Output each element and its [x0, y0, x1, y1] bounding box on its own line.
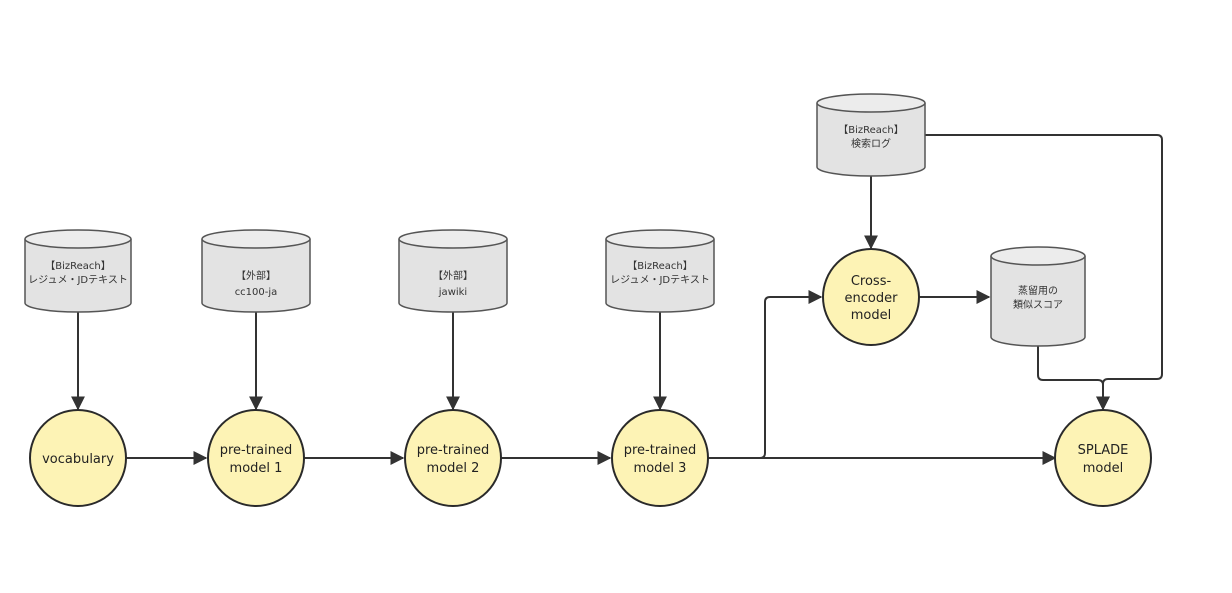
model-pretrained-2: pre-trained model 2: [404, 409, 502, 507]
datasource-cc100: 【外部】 cc100-ja: [201, 229, 311, 313]
datasource-cc100-source: 【外部】: [236, 269, 276, 282]
model-cross-encoder-line1: Cross-: [851, 274, 892, 289]
model-vocabulary: vocabulary: [29, 409, 127, 507]
model-pretrained-3-line2: model 3: [634, 461, 687, 476]
edge-searchlog-to-splade: [924, 134, 1163, 411]
datasource-resume-jd-2-source: 【BizReach】: [627, 260, 693, 272]
model-pretrained-2-line2: model 2: [427, 461, 480, 476]
datasource-jawiki: 【外部】 jawiki: [398, 229, 508, 313]
datasource-distill-scores-line1: 蒸留用の: [1018, 284, 1058, 297]
datasource-search-log-label: 検索ログ: [851, 137, 891, 150]
datasource-jawiki-label: jawiki: [438, 287, 467, 298]
model-vocabulary-label: vocabulary: [42, 452, 114, 467]
edge-pretrained3-to-crossencoder: [708, 290, 823, 459]
edge-distill-to-splade: [1037, 346, 1110, 411]
model-pretrained-1-line2: model 1: [230, 461, 283, 476]
datasource-search-log: 【BizReach】 検索ログ: [816, 93, 926, 177]
datasource-cc100-label: cc100-ja: [235, 287, 278, 298]
model-cross-encoder-line2: encoder: [845, 291, 899, 306]
edges: [71, 134, 1163, 465]
model-splade: SPLADE model: [1054, 409, 1152, 507]
datasource-jawiki-source: 【外部】: [433, 269, 473, 282]
model-cross-encoder: Cross- encoder model: [822, 248, 920, 346]
datasource-search-log-source: 【BizReach】: [838, 124, 904, 136]
datasource-resume-jd-1-source: 【BizReach】: [45, 260, 111, 272]
datasource-resume-jd-1: 【BizReach】 レジュメ・JDテキスト: [24, 229, 132, 313]
model-pretrained-1: pre-trained model 1: [207, 409, 305, 507]
model-splade-line1: SPLADE: [1078, 443, 1129, 458]
datasource-resume-jd-1-label: レジュメ・JDテキスト: [28, 275, 128, 286]
datasource-resume-jd-2-label: レジュメ・JDテキスト: [610, 275, 710, 286]
datasource-distill-scores-line2: 類似スコア: [1013, 299, 1063, 311]
model-splade-line2: model: [1083, 461, 1123, 476]
model-cross-encoder-line3: model: [851, 308, 891, 323]
model-pretrained-3: pre-trained model 3: [611, 409, 709, 507]
model-pretrained-2-line1: pre-trained: [417, 443, 490, 458]
datasource-distill-scores: 蒸留用の 類似スコア: [990, 246, 1086, 347]
datasource-resume-jd-2: 【BizReach】 レジュメ・JDテキスト: [605, 229, 715, 313]
model-pretrained-3-line1: pre-trained: [624, 443, 697, 458]
model-pretrained-1-line1: pre-trained: [220, 443, 293, 458]
